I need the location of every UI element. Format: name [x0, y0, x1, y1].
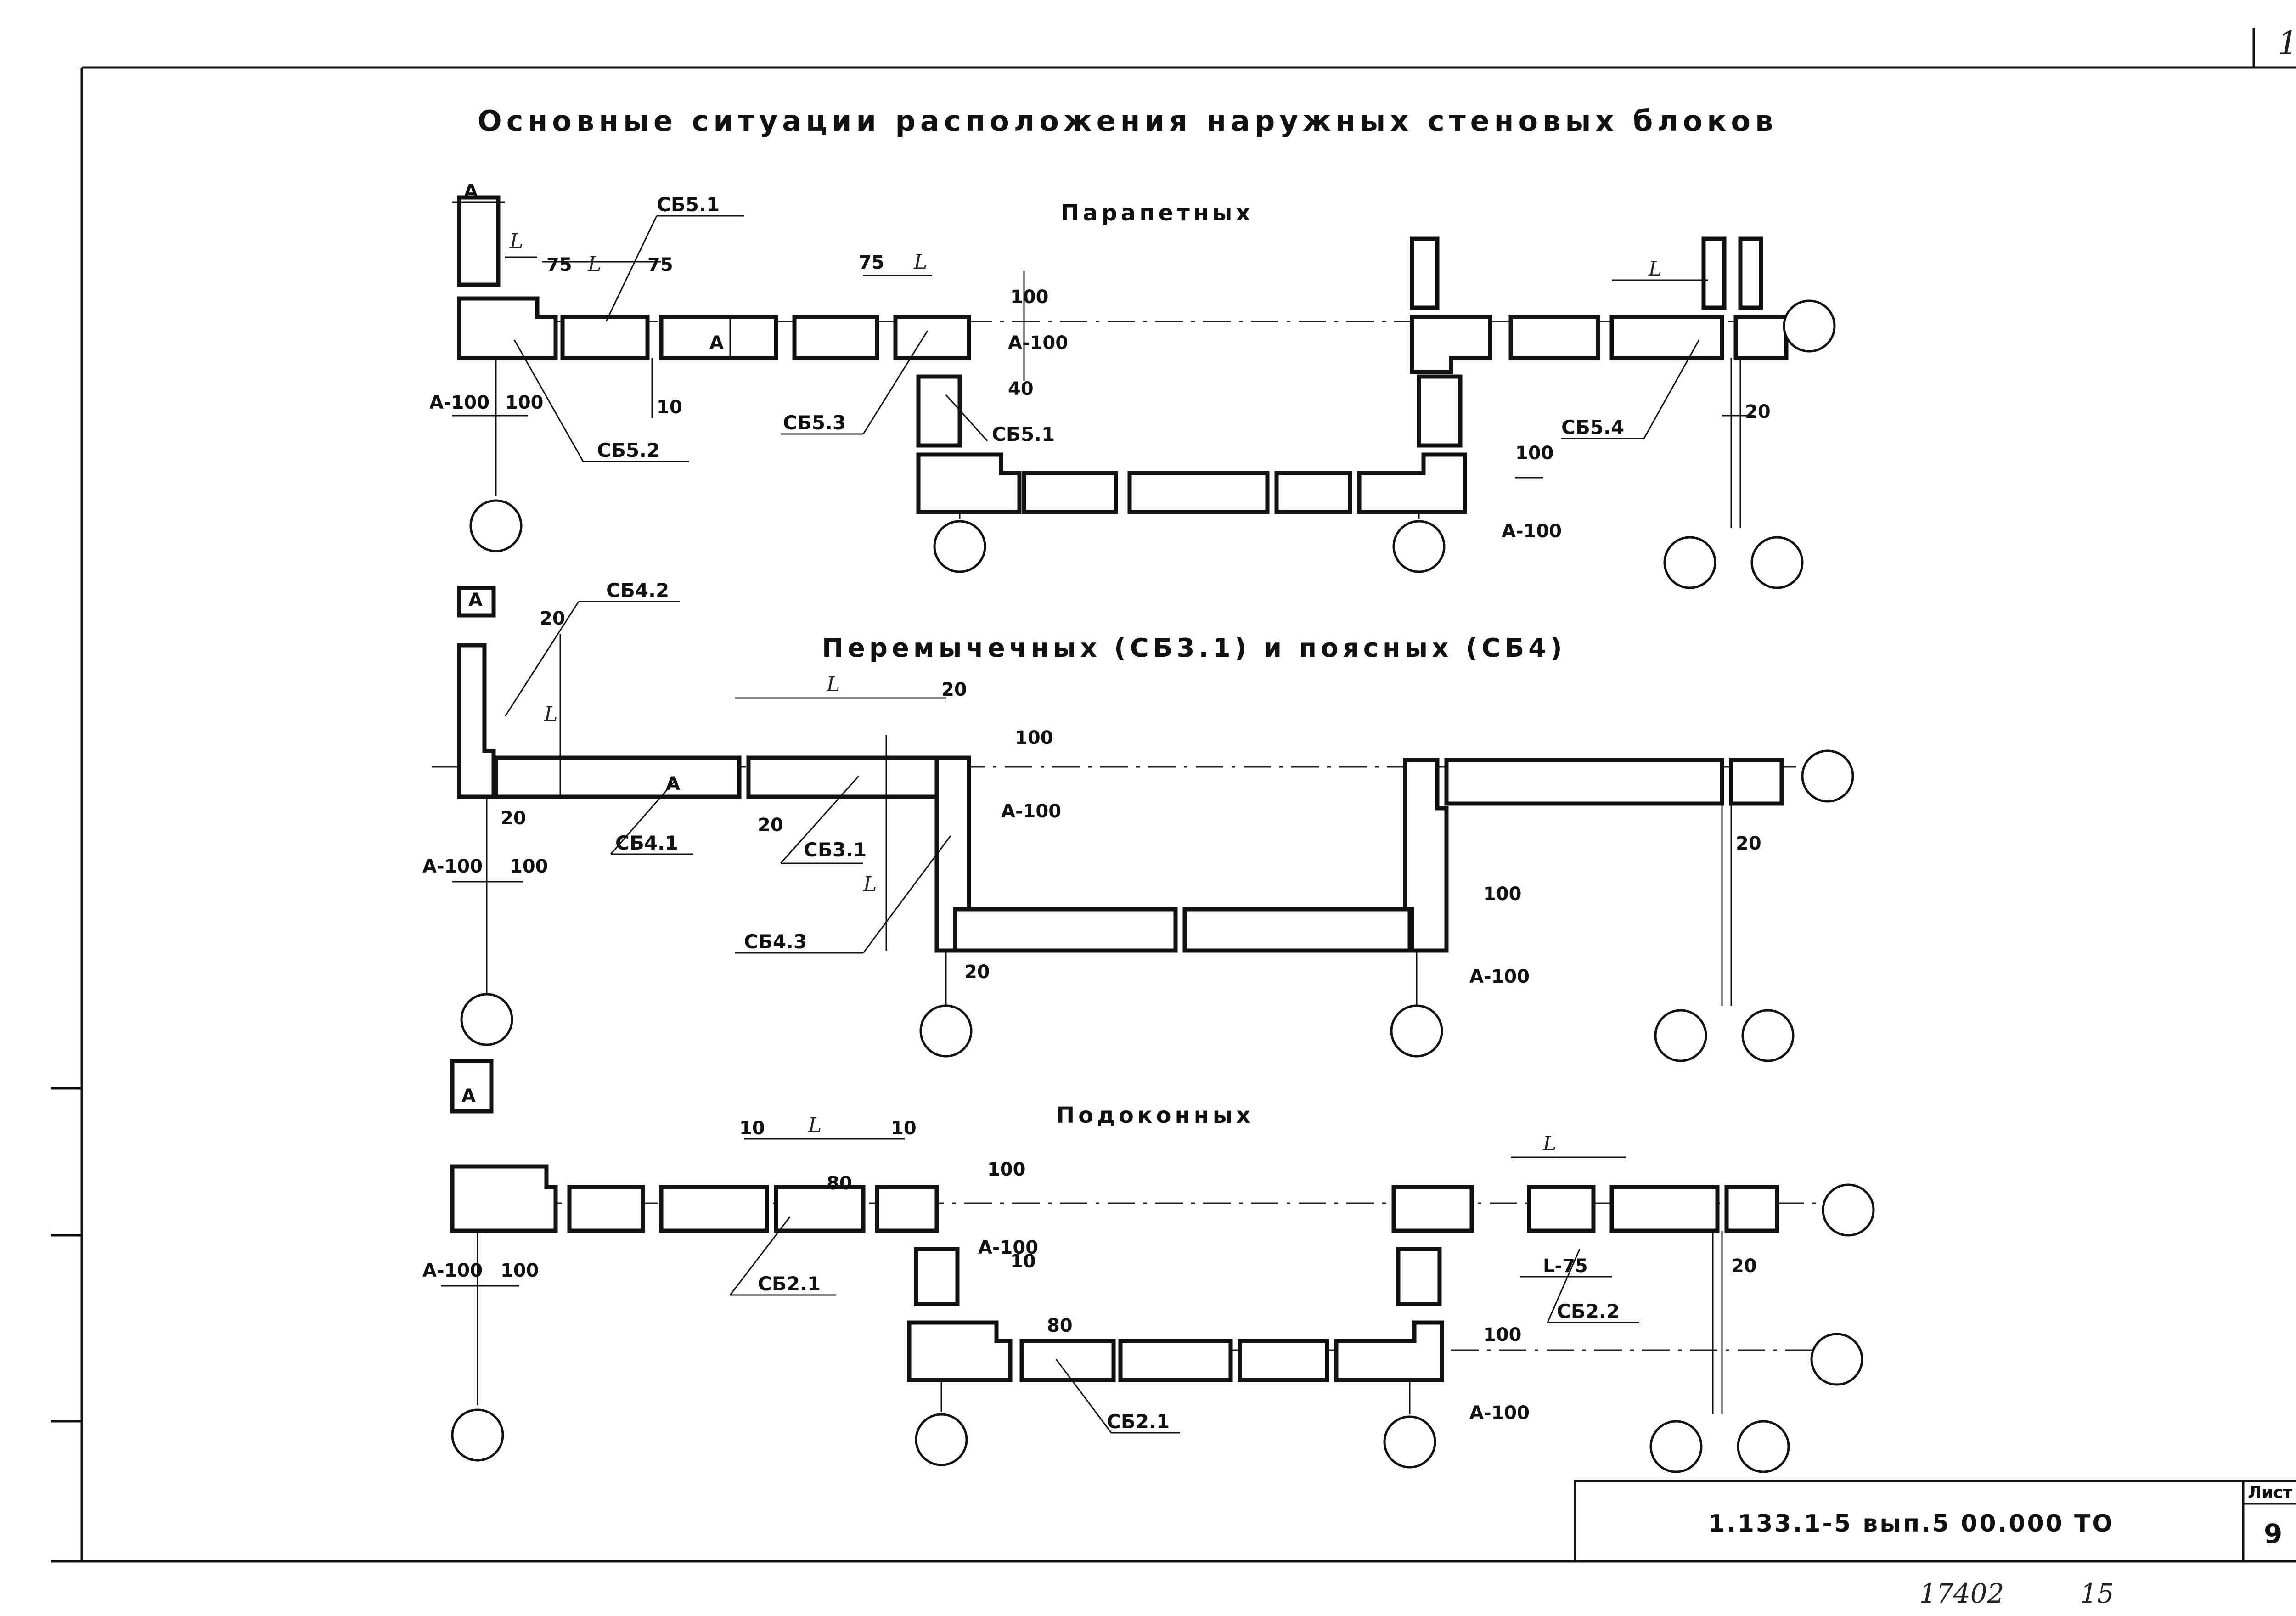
parapet-label: СБ5.4	[1561, 416, 1624, 439]
axis-bubble	[1801, 749, 1854, 803]
dim-text: 100	[1483, 1324, 1522, 1346]
dim-text: 100	[501, 1260, 539, 1281]
dim-text: L	[509, 230, 523, 253]
axis-bubble	[1390, 1004, 1443, 1058]
dim-text: 10	[1010, 1251, 1036, 1272]
dim-text: A	[461, 1086, 476, 1107]
dim-text: L	[544, 703, 557, 726]
dim-text: A-100	[1008, 332, 1068, 354]
dim-text: 100	[510, 856, 548, 877]
dim-text: L	[826, 673, 840, 696]
axis-bubble	[915, 1413, 968, 1466]
lintel-label: СБ4.2	[606, 579, 669, 602]
dim-text: L	[863, 873, 877, 896]
axis-bubble	[1822, 1183, 1875, 1237]
axis-bubble	[919, 1004, 973, 1058]
footer-handwritten-number: 17402	[1919, 1578, 2004, 1609]
dim-text: 20	[758, 815, 783, 836]
parapet-label: СБ5.2	[597, 439, 660, 462]
dim-text: 20	[1736, 833, 1761, 854]
lintel-heading: Перемычечных (СБ3.1) и поясных (СБ4)	[822, 633, 1566, 663]
axis-bubble	[1663, 536, 1716, 589]
page-title: Основные ситуации расположения наружных …	[478, 104, 1778, 138]
parapet-section: Парапетных	[429, 181, 1836, 589]
lintel-section: Перемычечных (СБ3.1) и поясных (СБ4)	[422, 579, 1854, 1062]
axis-bubble	[1750, 536, 1804, 589]
dim-text: 80	[1047, 1315, 1073, 1336]
axis-bubble	[1783, 299, 1836, 353]
dim-text: 100	[987, 1159, 1026, 1180]
dim-text: 80	[827, 1173, 852, 1194]
dim-text: 40	[1008, 378, 1034, 400]
dim-text: A-100	[978, 1237, 1038, 1258]
page-number: 14	[2278, 24, 2296, 62]
dim-text: 20	[1731, 1256, 1757, 1277]
parapet-label: СБ5.1	[657, 193, 720, 216]
dim-text: 75	[647, 254, 673, 276]
axis-bubble	[1383, 1415, 1436, 1469]
axis-bubble	[460, 993, 513, 1046]
footer-handwritten-page: 15	[2080, 1578, 2114, 1609]
dim-text: L	[913, 250, 927, 274]
parapet-heading: Парапетных	[1061, 200, 1254, 226]
sill-label: СБ2.1	[758, 1273, 821, 1295]
axis-bubble	[451, 1408, 504, 1462]
dim-text: 20	[540, 608, 565, 629]
axis-bubble	[1737, 1420, 1790, 1473]
dim-text: 75	[859, 252, 884, 273]
dim-text: L	[587, 253, 601, 276]
dim-text: A-100	[1469, 1402, 1530, 1424]
lintel-label: СБ4.3	[744, 930, 807, 953]
dim-text: A-100	[429, 392, 490, 413]
dim-text: L-75	[1543, 1256, 1588, 1277]
dim-text: 10	[891, 1118, 917, 1139]
axis-bubble	[1810, 1333, 1863, 1386]
lintel-label: СБ3.1	[804, 839, 867, 861]
parapet-label: СБ5.1	[992, 423, 1055, 445]
axis-bubble	[1649, 1420, 1703, 1473]
dim-text: A-100	[1001, 801, 1061, 822]
sill-label: СБ2.1	[1107, 1410, 1170, 1433]
document-code: 1.133.1-5 вып.5 00.000 ТО	[1708, 1510, 2115, 1537]
dim-text: A	[709, 332, 724, 354]
parapet-label: СБ5.3	[783, 411, 846, 434]
dim-text: A	[666, 773, 680, 794]
dim-text: 100	[1015, 727, 1053, 749]
dim-text: 20	[941, 679, 967, 700]
sheet-number: 9	[2264, 1518, 2282, 1549]
dim-text: A-100	[1502, 521, 1562, 542]
sheet-frame	[51, 28, 2296, 1563]
dim-text: 20	[964, 962, 990, 983]
dim-text: 75	[546, 254, 572, 276]
axis-bubble	[1392, 520, 1446, 573]
axis-bubble	[1654, 1009, 1707, 1062]
dim-text: 100	[1483, 884, 1522, 905]
dim-text: A-100	[422, 1260, 483, 1281]
axis-bubble	[469, 499, 523, 552]
sill-section: Подоконных	[422, 1059, 1875, 1473]
dim-text: A-100	[1469, 966, 1530, 987]
dim-text: L	[1648, 257, 1662, 281]
sill-heading: Подоконных	[1056, 1103, 1254, 1128]
sheet-label: Лист	[2248, 1483, 2292, 1502]
dim-text: A-100	[422, 856, 483, 877]
dim-text: 10	[739, 1118, 765, 1139]
dim-text: L	[808, 1114, 822, 1137]
dim-text: 20	[501, 808, 526, 829]
dim-text: A	[464, 181, 478, 202]
dim-text: L	[1542, 1132, 1556, 1155]
dim-text: 100	[1515, 443, 1554, 464]
dim-text: 100	[1010, 287, 1049, 308]
dim-text: A	[468, 590, 483, 611]
dim-text: 10	[657, 397, 682, 418]
dim-text: 100	[505, 392, 544, 413]
lintel-label: СБ4.1	[615, 832, 678, 854]
axis-bubble	[933, 520, 986, 573]
title-block	[1574, 1480, 2296, 1563]
sill-label: СБ2.2	[1557, 1300, 1620, 1323]
axis-bubble	[1741, 1009, 1795, 1062]
dim-text: 20	[1745, 401, 1771, 422]
